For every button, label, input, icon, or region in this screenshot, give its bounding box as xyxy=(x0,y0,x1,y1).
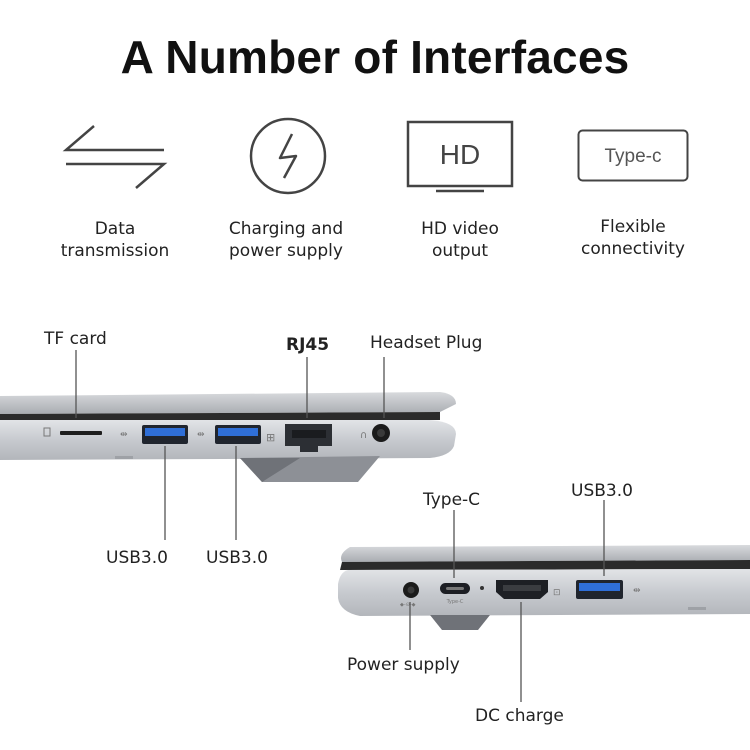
lightning-icon xyxy=(249,117,327,195)
tf-slot xyxy=(60,431,102,435)
callout-type-c: Type-C xyxy=(423,490,481,510)
svg-text:⊞: ⊞ xyxy=(266,431,275,444)
callout-tf-card: TF card xyxy=(44,329,107,349)
callout-usb-right: USB3.0 xyxy=(571,481,633,501)
laptop-left-side: ⇹ ⇹ ⊞ ∩ xyxy=(0,392,456,482)
svg-text:⇹: ⇹ xyxy=(120,430,128,440)
callout-rj45: RJ45 xyxy=(286,335,330,355)
callout-power-supply: Power supply xyxy=(347,655,460,675)
callout-dc-charge: DC charge xyxy=(475,706,564,726)
svg-text:⇹: ⇹ xyxy=(633,586,641,596)
page-title: A Number of Interfaces xyxy=(120,31,630,83)
svg-text:HD: HD xyxy=(440,139,480,170)
svg-text:Type-c: Type-c xyxy=(604,146,661,167)
svg-text:∩: ∩ xyxy=(360,430,367,441)
svg-text:Type-C: Type-C xyxy=(446,599,464,605)
arrows-exchange-icon xyxy=(62,125,168,189)
laptop-right-side: ◆-⊝-◆ Type-C ⊡ ⇹ xyxy=(338,545,750,630)
svg-text:⊡: ⊡ xyxy=(553,588,561,598)
callout-headset: Headset Plug xyxy=(370,333,483,353)
svg-text:⇹: ⇹ xyxy=(197,430,205,440)
monitor-hd-icon: HD xyxy=(406,120,514,193)
svg-text:◆-⊝-◆: ◆-⊝-◆ xyxy=(400,602,416,608)
callout-usb-left-2: USB3.0 xyxy=(206,548,268,568)
callout-usb-left-1: USB3.0 xyxy=(106,548,168,568)
type-c-icon: Type-c xyxy=(577,129,689,182)
